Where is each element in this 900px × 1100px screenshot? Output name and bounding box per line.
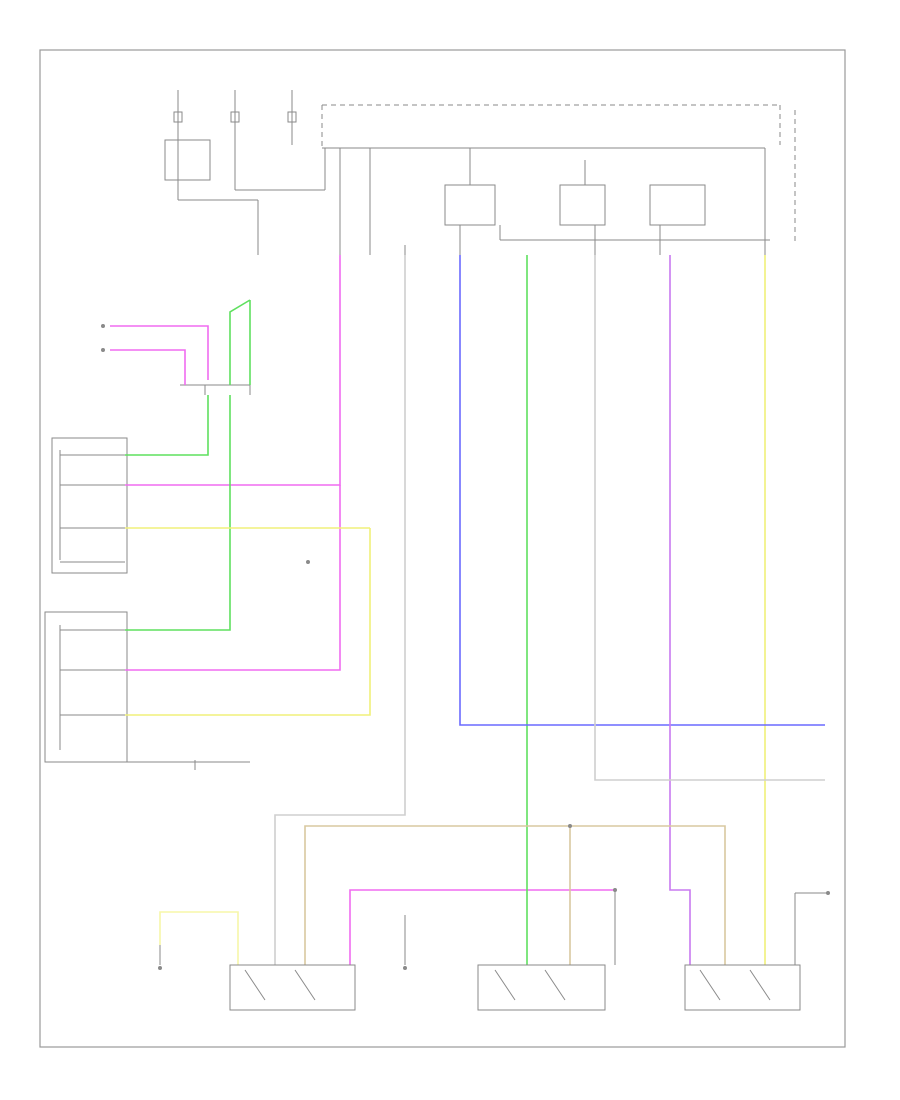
gray-wire — [594, 255, 825, 781]
ground-lower-center — [403, 966, 407, 970]
motor-icon — [684, 964, 801, 1011]
green-wire — [125, 395, 231, 631]
passenger-door-switch — [44, 611, 128, 763]
switch-icon — [649, 184, 706, 226]
ground-lower-left — [158, 945, 162, 970]
gray-wire — [274, 255, 406, 965]
yellow-wire — [159, 911, 239, 965]
pink-wire — [125, 485, 341, 671]
right-front-window-motor — [229, 964, 356, 1011]
ground-icon — [403, 966, 407, 970]
motor-icon — [229, 964, 356, 1011]
yellow-wire — [125, 528, 371, 716]
motor-icon — [477, 964, 606, 1011]
pink-wire — [349, 889, 615, 965]
ground-icon — [826, 891, 830, 895]
blue-wire — [459, 255, 825, 726]
switch-icon — [559, 184, 606, 226]
green-wire — [125, 395, 209, 456]
relay-icon — [164, 139, 211, 181]
violet-wire — [669, 255, 691, 965]
left-switch-cluster — [44, 324, 310, 763]
driver-door-switch — [51, 437, 128, 574]
right-rear-window-motor — [684, 964, 801, 1011]
pink-wire — [110, 349, 186, 385]
pink-wire — [110, 325, 209, 380]
fuse-block-top — [164, 90, 796, 255]
ground-right — [826, 891, 830, 895]
pink-wire — [125, 255, 341, 486]
diagram-frame — [39, 49, 846, 1048]
switch-icon — [444, 184, 496, 226]
left-rear-window-motor — [477, 964, 606, 1011]
tan-wire — [304, 825, 726, 965]
green-wire — [229, 299, 251, 385]
